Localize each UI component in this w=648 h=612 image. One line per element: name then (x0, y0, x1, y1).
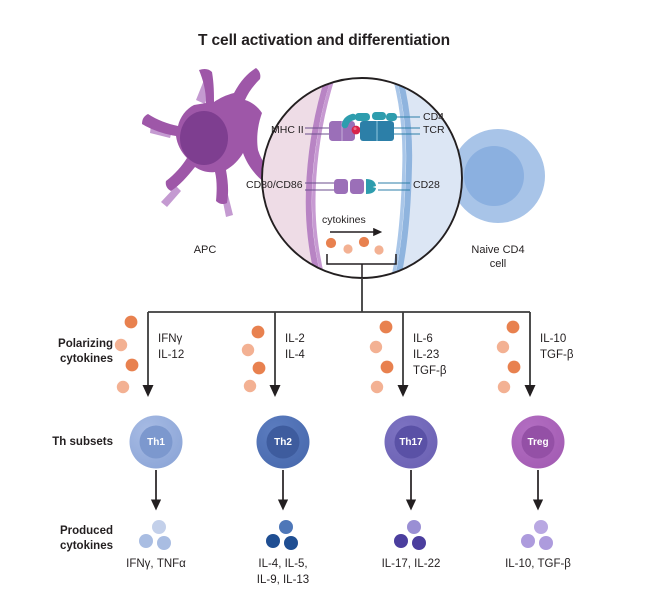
row-label-produced-cytokines: Produced cytokines (59, 525, 113, 552)
label-cd28: CD28 (413, 179, 440, 191)
label-cd4: CD4 (423, 111, 445, 123)
label-cd80-cd86: CD80/CD86 (246, 179, 303, 191)
produced-dots-th1 (139, 520, 171, 550)
distribution-arrowheads (142, 385, 536, 397)
produced-dots-treg (521, 520, 553, 550)
row-label-polarizing-cytokines: Polarizing cytokines (58, 338, 113, 365)
produced-text-th17: IL-17, IL-22 (381, 558, 441, 570)
label-tcr: TCR (423, 124, 445, 136)
th-subset-cell-th17 (384, 415, 438, 469)
polarizing-text-treg: IL-10 TGF-β (540, 333, 574, 361)
polarizing-text-th2: IL-2 IL-4 (285, 333, 305, 361)
apc-cell (142, 68, 275, 217)
polarizing-text-th1: IFNγ IL-12 (158, 333, 185, 361)
polarizing-dots-treg (496, 320, 521, 394)
cd80-cd86-molecule (334, 179, 364, 194)
produced-text-th2: IL-4, IL-5, IL-9, IL-13 (256, 558, 310, 586)
production-arrows (150, 470, 544, 511)
th-subset-cell-th1 (129, 415, 183, 469)
cd4-receptor (341, 112, 397, 129)
polarizing-dots-th17 (369, 320, 394, 394)
naive-cd4-cell (451, 129, 545, 223)
th-subset-cell-treg (511, 415, 565, 469)
label-apc: APC (193, 244, 217, 256)
row-label-th-subsets: Th subsets (52, 436, 113, 448)
polarizing-text-th17: IL-6 IL-23 TGF-β (413, 333, 447, 377)
polarizing-dots-th2 (241, 325, 266, 393)
th-subset-label-treg: Treg (527, 437, 549, 448)
antigen-peptide (351, 125, 361, 135)
produced-dots-th17 (394, 520, 426, 550)
label-cytokines: cytokines (322, 214, 366, 226)
th-subset-label-th1: Th1 (147, 437, 165, 448)
th-subset-label-th17: Th17 (399, 437, 423, 448)
polarizing-dots-th1 (114, 315, 139, 394)
distribution-connector (147, 278, 531, 388)
cytokine-dots-synapse (325, 236, 384, 255)
produced-text-treg: IL-10, TGF-β (505, 558, 571, 570)
apc-nucleus (180, 111, 228, 165)
produced-dots-th2 (266, 520, 298, 550)
th-subset-cell-th2 (256, 415, 310, 469)
page-title: T cell activation and differentiation (197, 32, 451, 49)
label-mhc-ii: MHC II (271, 124, 304, 136)
produced-text-th1: IFNγ, TNFα (126, 558, 186, 570)
naive-cd4-nucleus (464, 146, 524, 206)
cd28-receptor (366, 179, 376, 194)
th-subset-label-th2: Th2 (274, 437, 292, 448)
label-naive-cd4: Naive CD4 cell (471, 244, 525, 270)
